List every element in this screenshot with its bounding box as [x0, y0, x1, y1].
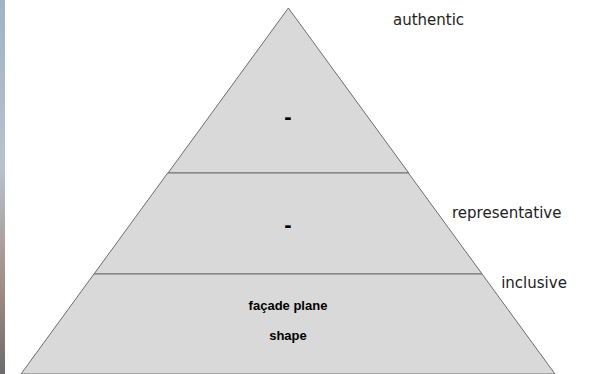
band-outline [21, 274, 555, 374]
photo-strip [0, 0, 5, 374]
band-text: shape [269, 329, 307, 344]
band-fill [21, 274, 555, 374]
level-label: authentic [393, 11, 464, 29]
pyramid-band: façade plane shape [21, 274, 555, 374]
level-label: representative [452, 204, 561, 222]
band-fill [94, 173, 482, 274]
band-text: façade plane [249, 299, 328, 314]
band-dash: - [284, 104, 291, 129]
band-outline [168, 8, 409, 173]
level-label: inclusive [501, 274, 567, 292]
band-dash: - [284, 212, 291, 237]
pyramid-band: - [94, 173, 482, 274]
pyramid-band: - [168, 8, 409, 173]
photo-edge [0, 0, 5, 374]
band-fill [168, 8, 409, 173]
